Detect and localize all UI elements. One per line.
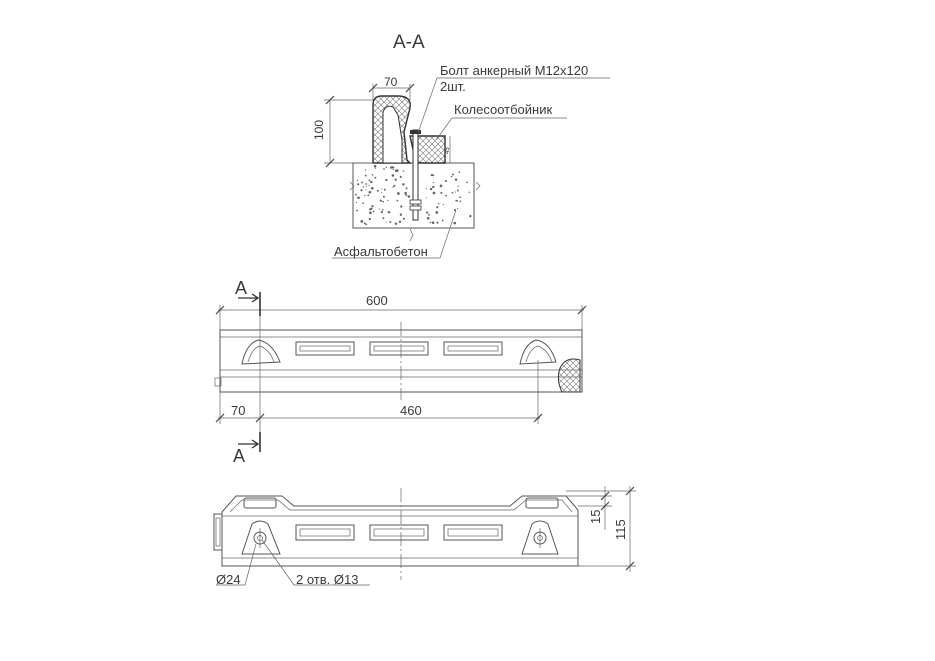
front-holes-label: 2 отв. Ø13: [296, 572, 358, 587]
plan-view: 600 А А 70 46: [214, 278, 587, 466]
plan-dim-offset: 70: [231, 403, 245, 418]
front-slot: [369, 524, 429, 541]
stopper-label: Колесоотбойник: [454, 102, 552, 117]
cut-mark-top: А: [235, 278, 247, 298]
front-dim-height: 115: [613, 519, 628, 540]
section-dim-height: 100: [312, 120, 326, 140]
front-bolt-boss-left: [241, 520, 281, 555]
section-dim-width: 70: [384, 75, 398, 89]
front-bolt-boss-right: [521, 520, 559, 555]
asphalt-speckles: [355, 164, 472, 226]
front-slot: [443, 524, 503, 541]
bolt-label: Болт анкерный М12х120: [440, 63, 588, 78]
plan-bolt-boss-left: [241, 339, 281, 365]
plan-slot: [369, 341, 429, 356]
cut-mark-bottom: А: [233, 446, 245, 466]
plan-dim-holes: 460: [400, 403, 422, 418]
bolt-qty: 2шт.: [440, 79, 466, 94]
section-dim-small: 45: [445, 147, 451, 154]
front-body: [221, 495, 579, 567]
plan-bolt-boss-right: [519, 339, 557, 365]
front-dim-dia: Ø24: [216, 572, 241, 587]
plan-slot: [295, 341, 355, 356]
plan-dim-total: 600: [366, 293, 388, 308]
section-title: А-А: [393, 32, 425, 53]
plan-slot: [443, 341, 503, 356]
front-dim-top: 15: [588, 510, 603, 524]
front-view: 15 115 Ø24 2 отв. Ø13: [213, 486, 636, 587]
front-slot: [295, 524, 355, 541]
base-label: Асфальтобетон: [334, 244, 428, 259]
plan-body: [219, 329, 583, 393]
section-view: А-А 70 100 45 Болт анкерный М12х120 2шт: [312, 32, 610, 259]
